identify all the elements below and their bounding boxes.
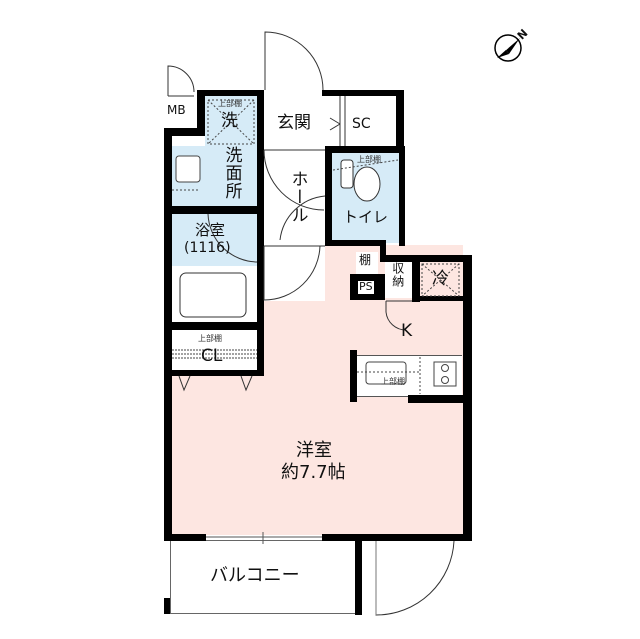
wall [396,90,404,150]
wall [380,240,386,262]
washroom-label: 洗面所 [221,146,242,200]
wall [412,296,463,301]
shoe-closet-label: SC [352,116,371,132]
shelf-label: 棚 [359,253,372,267]
wall [164,322,261,330]
balcony-label: バルコニー [210,565,300,586]
shelf-box [356,252,378,274]
wall [380,255,472,262]
wall [408,395,468,403]
ps-label: PS [358,280,374,294]
wall [257,90,264,376]
wall [399,146,405,246]
wall [164,128,172,540]
balcony-floor [170,540,358,614]
closet-shelf-label: 上部棚 [198,334,222,343]
entrance-label: 玄関 [277,113,311,133]
wall [197,90,263,96]
wall [164,206,261,214]
wall [350,350,357,402]
kitchen-label: K [401,321,413,341]
western-room-size: 約7.7帖 [281,462,346,483]
wall [322,90,404,96]
wall [164,598,170,614]
laundry-shelf-label: 上部棚 [218,99,242,108]
western-room-label: 洋室 [296,440,332,461]
laundry-fill [205,96,257,146]
mb-label: MB [167,103,186,117]
wall [322,534,472,541]
storage-label: 収納 [390,262,405,288]
wall [325,240,380,246]
storage-box [385,260,412,298]
wall [412,262,420,302]
wall [164,370,261,376]
hall-label: ホール [287,170,308,224]
fridge-label: 冷 [432,269,449,289]
toilet-shelf-label: 上部棚 [357,155,381,164]
wall [325,146,332,246]
wall [164,128,197,136]
bathroom-fill [172,214,257,266]
toilet-label: トイレ [343,208,389,226]
north-arrow-icon [494,34,522,62]
closet-label: CL [201,346,223,366]
wall [325,146,404,153]
compass: N [492,27,532,66]
bathroom-label: 浴室 [195,221,226,239]
kitchen-shelf-label: 上部棚 [381,377,405,386]
laundry-label: 洗 [221,111,238,131]
wall [355,540,362,615]
wall [197,90,205,136]
wall [164,534,206,541]
hall-floor [263,96,331,246]
bathroom-size: (1116) [184,240,231,256]
